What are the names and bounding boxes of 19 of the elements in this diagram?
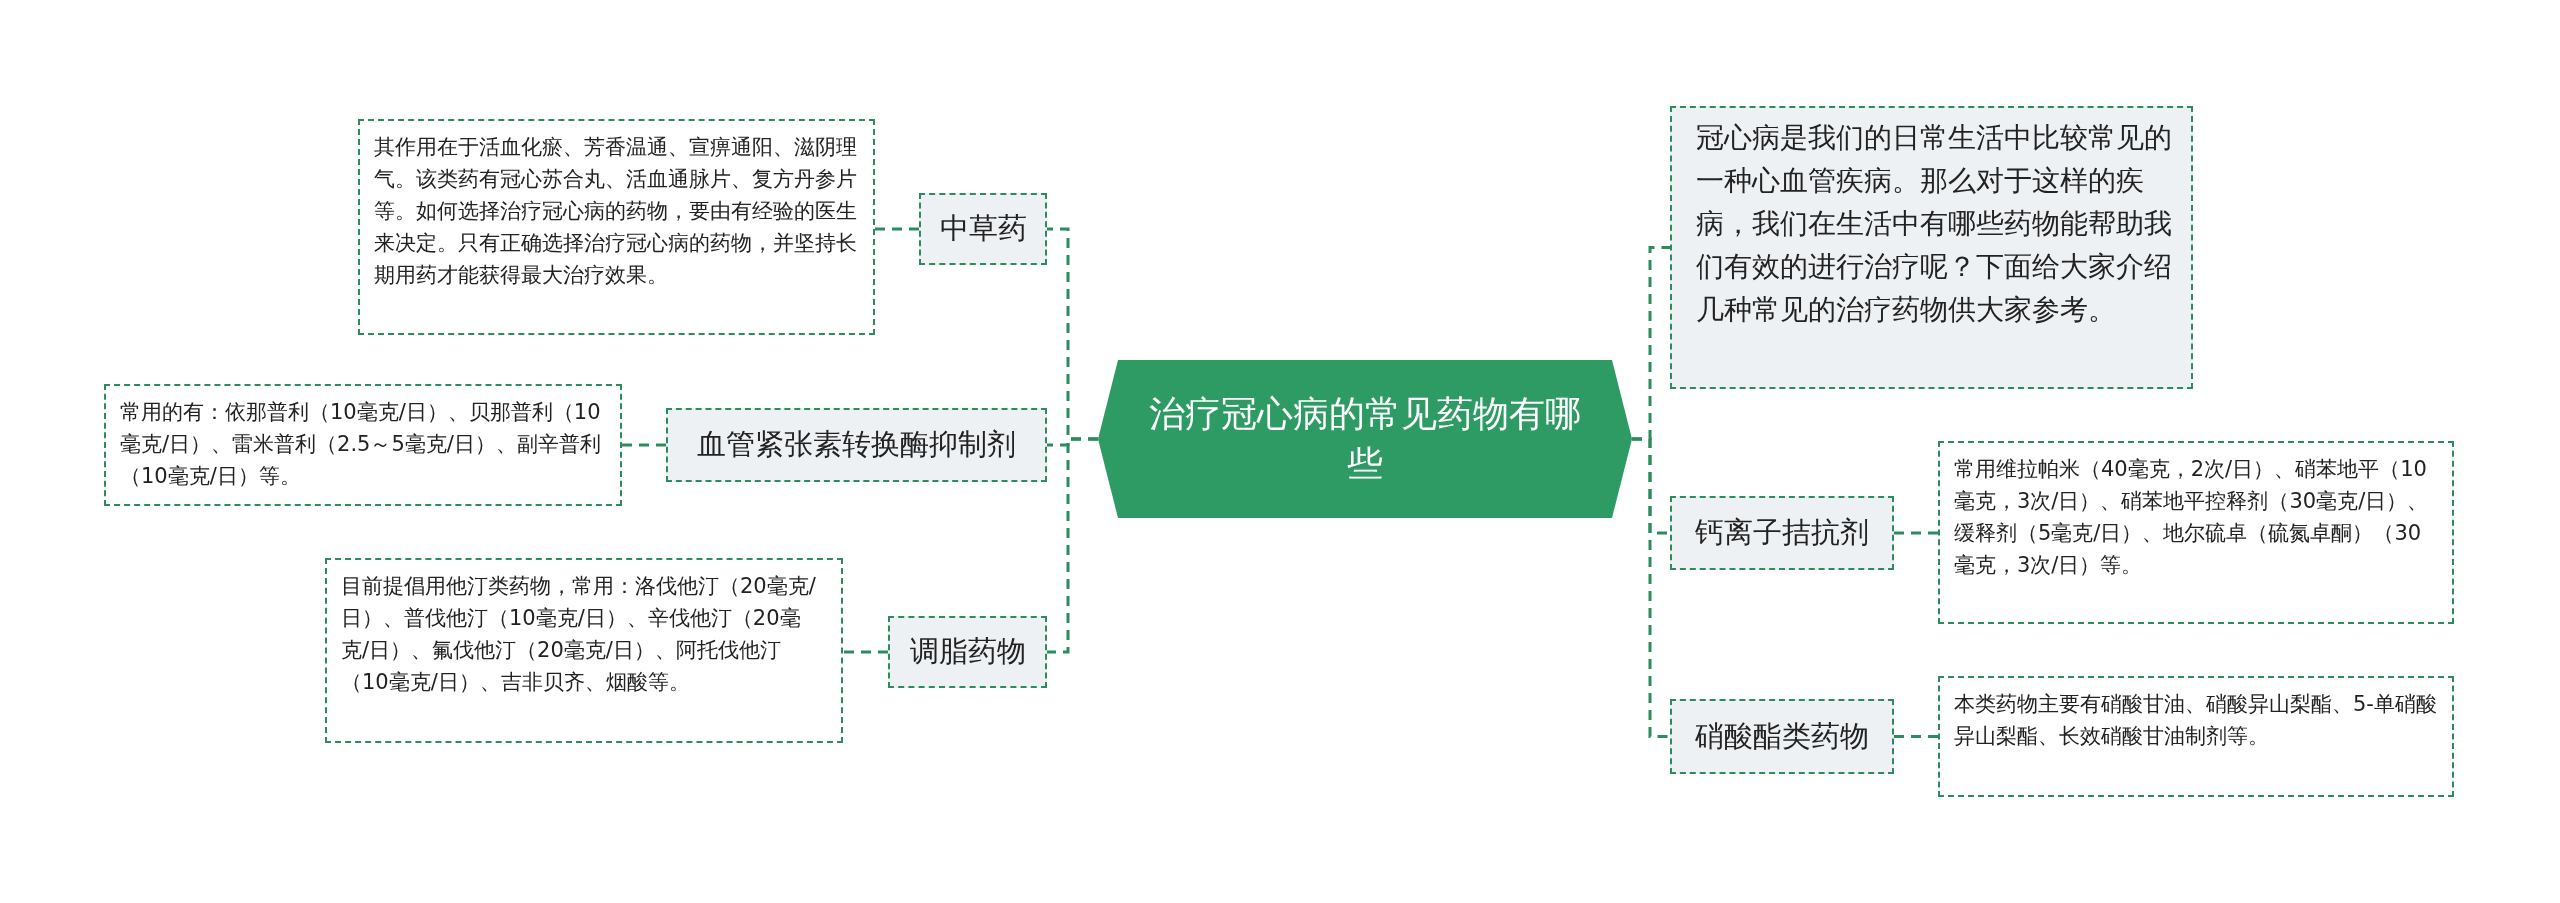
note-box: 常用的有：依那普利（10毫克/日）、贝那普利（10毫克/日）、雷米普利（2.5～5毫克/日）、副辛普利（10毫克/日）等。: [104, 384, 622, 506]
category-box: 血管紧张素转换酶抑制剂: [666, 408, 1047, 482]
connector-line: [1632, 437, 1670, 738]
intro-box: 冠心病是我们的日常生活中比较常见的一种心血管疾病。那么对于这样的疾病，我们在生活中有哪些药物能帮助我们有效的进行治疗呢？下面给大家介绍几种常见的治疗药物供大家参考。: [1670, 106, 2193, 389]
category-box: 调脂药物: [888, 616, 1047, 688]
connector-line: [843, 650, 888, 654]
note-box: 其作用在于活血化瘀、芳香温通、宣痹通阳、滋阴理气。该类药有冠心苏合丸、活血通脉片、复方丹参片等。如何选择治疗冠心病的药物，要由有经验的医生来决定。只有正确选择治疗冠心病的药物，并坚持长期用药才能获得最大治疗效果。: [358, 119, 875, 335]
connector-line: [1047, 437, 1098, 654]
note-box: 常用维拉帕米（40毫克，2次/日）、硝苯地平（10毫克，3次/日）、硝苯地平控释剂（30毫克/日）、缓释剂（5毫克/日）、地尔硫卓（硫氮卓酮）（30毫克，3次/日）等。: [1938, 441, 2454, 624]
connector-line: [875, 227, 919, 231]
connector-line: [622, 443, 666, 447]
category-box: 硝酸酯类药物: [1670, 699, 1894, 774]
topic-hexagon: 治疗冠心病的常见药物有哪些: [1098, 360, 1632, 518]
connector-line: [1894, 531, 1938, 535]
note-box: 本类药物主要有硝酸甘油、硝酸异山梨酯、5-单硝酸异山梨酯、长效硝酸甘油制剂等。: [1938, 676, 2454, 797]
connector-line: [1894, 735, 1938, 738]
category-box: 钙离子拮抗剂: [1670, 496, 1894, 570]
category-box: 中草药: [919, 193, 1047, 265]
note-box: 目前提倡用他汀类药物，常用：洛伐他汀（20毫克/日）、普伐他汀（10毫克/日）、辛伐他汀（20毫克/日）、氟伐他汀（20毫克/日）、阿托伐他汀（10毫克/日）、吉非贝齐、烟酸等。: [325, 558, 843, 743]
